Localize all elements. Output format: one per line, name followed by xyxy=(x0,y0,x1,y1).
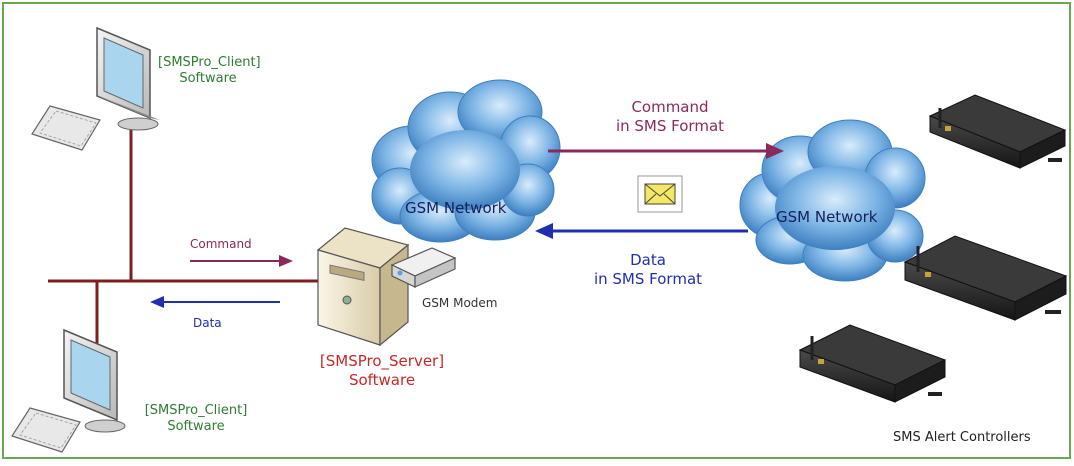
client-bottom-label-line1: [SMSPro_Client] xyxy=(144,403,248,418)
sms-alert-controller-device-1 xyxy=(928,94,1067,169)
diagram-frame xyxy=(2,2,1071,459)
sms-envelope-icon xyxy=(637,175,683,213)
gsm-modem-icon xyxy=(390,247,457,288)
sms-command-arrow xyxy=(548,143,784,159)
client-pc-top-icon xyxy=(31,26,160,151)
sms-alert-controller-device-3 xyxy=(798,324,947,403)
lan-data-label: Data xyxy=(193,316,222,330)
client-top-label-line1: [SMSPro_Client] xyxy=(158,55,261,70)
lan-data-arrow xyxy=(150,296,280,308)
sms-alert-controller-device-2 xyxy=(903,235,1068,321)
client-pc-bottom-icon xyxy=(11,328,126,453)
sms-data-label: Data in SMS Format xyxy=(578,251,718,289)
client-bottom-label: [SMSPro_Client] Software xyxy=(141,403,251,436)
client-top-label-line2: Software xyxy=(179,71,237,87)
gsm-cloud-right xyxy=(739,119,926,282)
sms-command-label-line1: Command xyxy=(631,98,709,116)
client-bottom-label-line2: Software xyxy=(167,419,225,435)
sms-command-label: Command in SMS Format xyxy=(600,98,740,136)
server-label-line1: [SMSPro_Server] xyxy=(319,352,445,370)
sms-data-arrow xyxy=(535,223,748,239)
server-label-line2: Software xyxy=(348,370,416,389)
lan-command-label: Command xyxy=(190,237,252,251)
client-top-label: [SMSPro_Client] Software xyxy=(158,55,261,88)
sms-data-label-line2: in SMS Format xyxy=(593,269,703,288)
gsm-modem-label: GSM Modem xyxy=(422,296,498,310)
gsm-network-left-label: GSM Network xyxy=(405,199,507,217)
controllers-caption: SMS Alert Controllers xyxy=(893,430,1031,445)
sms-data-label-line1: Data xyxy=(630,251,666,269)
gsm-network-right-label: GSM Network xyxy=(776,208,878,226)
lan-network xyxy=(48,118,328,350)
gsm-cloud-left xyxy=(371,79,561,243)
server-label: [SMSPro_Server] Software xyxy=(307,352,457,390)
sms-command-label-line2: in SMS Format xyxy=(615,116,725,135)
lan-command-arrow xyxy=(190,255,293,267)
server-tower-icon xyxy=(316,227,410,347)
